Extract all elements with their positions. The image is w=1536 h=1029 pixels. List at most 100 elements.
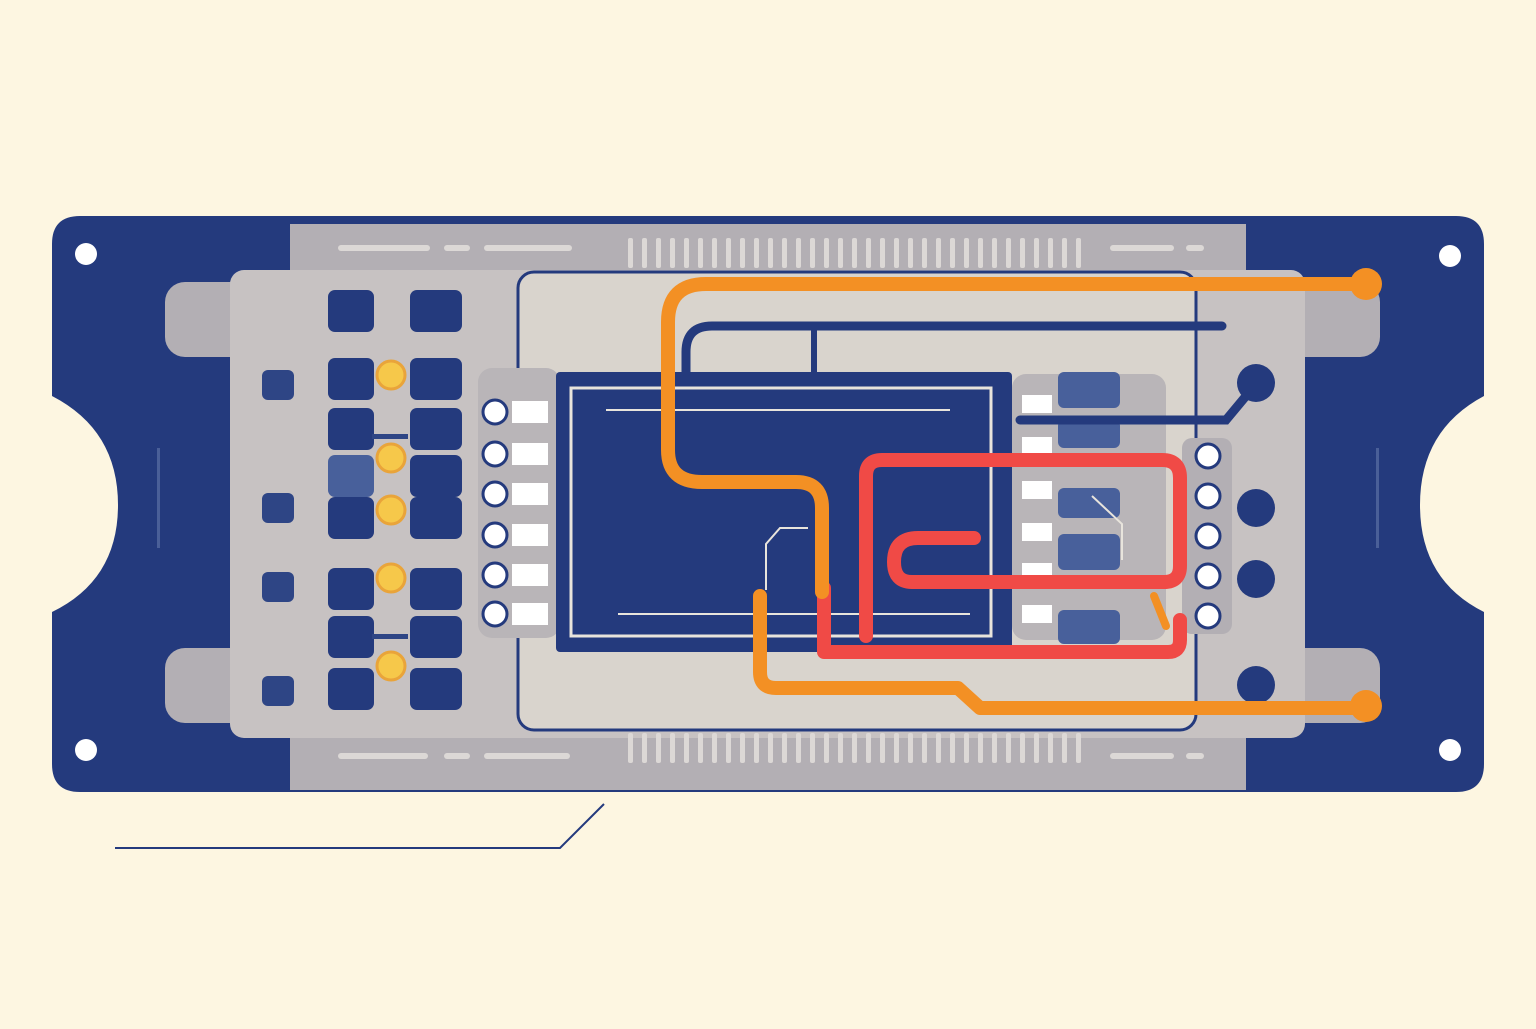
pin-icon [1194, 482, 1222, 510]
connector-tick [754, 238, 759, 268]
connector-tick [1034, 733, 1039, 763]
connector-tick [950, 238, 955, 268]
pin-icon [512, 603, 548, 625]
connector-tick [754, 733, 759, 763]
pad-icon [328, 358, 374, 400]
connector-tick [642, 733, 647, 763]
via-icon [1350, 268, 1382, 300]
trace-icon [859, 453, 1187, 643]
pad-icon [1058, 610, 1120, 644]
pin-icon [512, 524, 548, 546]
pin-icon [1022, 437, 1052, 455]
pad-icon [410, 616, 462, 658]
pin-icon [481, 561, 509, 589]
pad-icon [1058, 372, 1120, 408]
pad-icon [1058, 534, 1120, 570]
connector-tick [908, 238, 913, 268]
connector-tick [768, 733, 773, 763]
pad-icon [262, 572, 294, 602]
right-vias [1237, 364, 1275, 704]
pad-icon [1058, 488, 1120, 518]
via-icon [1237, 666, 1275, 704]
trace-ends [1350, 268, 1382, 722]
trace-icon [681, 321, 1227, 377]
connector-tick [894, 238, 899, 268]
connector-tick [852, 733, 857, 763]
pad-icon [328, 568, 374, 610]
pin-icon [512, 443, 548, 465]
pin-icon [481, 440, 509, 468]
connector-tick [782, 238, 787, 268]
connector-tick [908, 733, 913, 763]
pin-icon [1022, 523, 1052, 541]
connector-tick [880, 238, 885, 268]
via-icon [1237, 560, 1275, 598]
connector-tick [642, 238, 647, 268]
connector-tick [838, 238, 843, 268]
connector-tick [992, 733, 997, 763]
connector-tick [964, 733, 969, 763]
connector-tick [684, 238, 689, 268]
pad-icon [262, 676, 294, 706]
pad-icon [410, 358, 462, 400]
edge-dashes [338, 245, 1204, 759]
connector-ticks-top [628, 238, 1081, 268]
connector-tick [670, 238, 675, 268]
pad-icon [328, 408, 374, 450]
pad-icon [262, 493, 294, 523]
mount-hole-icon [1439, 739, 1461, 761]
connector-tick [992, 238, 997, 268]
connector-tick [698, 733, 703, 763]
red-traces [817, 453, 1187, 659]
connector-tick [1034, 238, 1039, 268]
connector-tick [628, 238, 633, 268]
connector-tick [838, 733, 843, 763]
pad-icon [328, 616, 374, 658]
pad-icon [410, 408, 462, 450]
pad-icon [328, 290, 374, 332]
pad-icon [410, 455, 462, 497]
right-pin-column [1182, 438, 1232, 634]
connector-tick [936, 733, 941, 763]
connector-tick [964, 238, 969, 268]
connector-tick [740, 238, 745, 268]
connector-tick [1062, 238, 1067, 268]
connector-tick [712, 733, 717, 763]
pad-icon [410, 290, 462, 332]
connector-tick [1062, 733, 1067, 763]
connector-tick [628, 733, 633, 763]
pad-icon [410, 497, 462, 539]
pin-icon [375, 359, 407, 391]
pin-icon [375, 442, 407, 474]
connector-tick [824, 238, 829, 268]
mount-hole-icon [1439, 245, 1461, 267]
pin-icon [481, 600, 509, 628]
pin-icon [1022, 481, 1052, 499]
via-icon [1237, 364, 1275, 402]
connector-tick [1048, 238, 1053, 268]
orange-traces [661, 277, 1373, 715]
connector-tick [796, 238, 801, 268]
pin-icon [481, 480, 509, 508]
pin-icon [1022, 605, 1052, 623]
connector-tick [796, 733, 801, 763]
pin-icon [481, 398, 509, 426]
mount-holes [75, 243, 1461, 761]
connector-tick [810, 238, 815, 268]
connector-ticks-bottom [628, 733, 1081, 763]
leader-line [115, 803, 605, 849]
pin-icon [512, 483, 548, 505]
connector-tick [1006, 733, 1011, 763]
pin-icon [1194, 442, 1222, 470]
connector-tick [922, 733, 927, 763]
pin-icon [512, 564, 548, 586]
pin-icon [1022, 395, 1052, 413]
pad-icon [328, 455, 374, 497]
pad-icon [328, 497, 374, 539]
mount-hole-icon [75, 243, 97, 265]
pad-icon [410, 568, 462, 610]
connector-tick [936, 238, 941, 268]
connector-tick [1076, 733, 1081, 763]
chip-left-header [478, 368, 560, 638]
connector-tick [852, 238, 857, 268]
